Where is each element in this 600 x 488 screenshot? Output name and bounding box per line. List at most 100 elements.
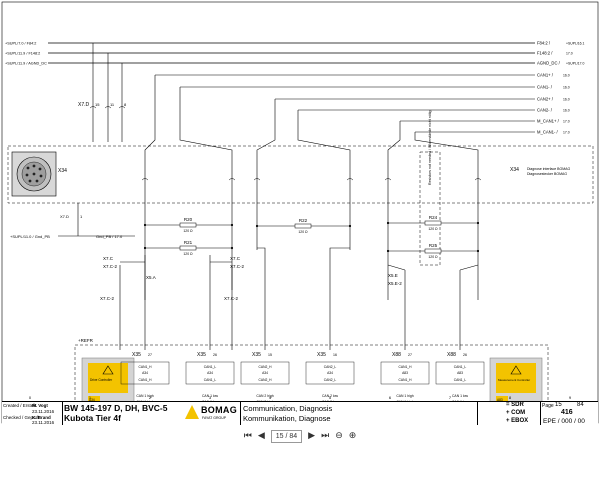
prev-page-icon[interactable]: ◀ (257, 431, 265, 441)
page-number: 15 (555, 402, 562, 408)
module-cell (185, 361, 235, 385)
warning-icon (510, 365, 522, 375)
description-en: Communication, Diagnosis (243, 404, 333, 413)
junction-dot (348, 224, 352, 228)
resistor (179, 245, 197, 251)
page-total: 84 (577, 402, 584, 408)
resistor-note: Resistors not needed / Widerstände nicht… (428, 110, 432, 185)
module-signal: CAN1_H (138, 365, 152, 369)
bomag-logo: BOMAG FAYAT GROUP (185, 404, 237, 424)
can-wire (414, 132, 479, 300)
can-ref: 16.0 (563, 98, 570, 102)
module-device: A34 (142, 371, 148, 375)
module-line: CAN 2 low (322, 394, 339, 398)
module-pin: 27 (408, 353, 412, 357)
connector-label: X5.E (388, 273, 398, 278)
module-connector: X35 (132, 352, 141, 358)
grid-number: 4 (269, 395, 272, 400)
created-date: 23.11.2016 (32, 409, 55, 414)
resistor-name: R20 (184, 217, 193, 222)
can-ref: 16.0 (563, 86, 570, 90)
module-signal: CAN1_H (398, 365, 412, 369)
first-page-icon[interactable]: ⏮ (243, 431, 252, 441)
supply-right-ref: +SUPL/17.0 (566, 62, 584, 66)
zoom-in-icon[interactable]: ⊕ (348, 431, 357, 441)
supply-right-ref: +SUPL/16.1 (566, 42, 584, 46)
controller-name: Measurement Controller (498, 378, 530, 382)
junction-dot (143, 223, 147, 227)
blank-area (0, 447, 600, 488)
x34-label-right: X34 (510, 167, 519, 173)
module-signal: CAN1_L (454, 378, 467, 382)
sheet-number: 416 (561, 409, 573, 416)
module-wire (257, 247, 266, 250)
zoom-out-icon[interactable]: ⊖ (335, 431, 343, 441)
can-label: CAN2+ / (537, 97, 554, 102)
can-wire (144, 75, 156, 300)
grid-number: 5 (329, 395, 332, 400)
module-connector: X88 (392, 352, 401, 358)
module-device: A83 (402, 371, 408, 375)
last-page-icon[interactable]: ⏭ (321, 431, 330, 441)
page-input[interactable]: 15 / 84 (270, 429, 303, 443)
junction-dot (230, 246, 234, 250)
grid-number: 3 (209, 395, 212, 400)
module-signal: CAN2_H (258, 378, 272, 382)
can-ref: 17.0 (563, 120, 570, 124)
created-by: M. Vogt (32, 403, 48, 408)
created-label: Created / Erstellt (3, 403, 37, 408)
gnd-conn: X7.D (60, 214, 69, 219)
grid-number: 9 (569, 395, 572, 400)
diagnostic-socket-icon (11, 151, 57, 197)
module-pin: 26 (463, 353, 467, 357)
can-ref: 16.0 (563, 109, 570, 113)
connector-label: X5.A (146, 275, 156, 280)
module-connector: X35 (317, 352, 326, 358)
x34-label: X34 (58, 168, 67, 174)
can-wire (256, 99, 276, 250)
module-device: A34 (262, 371, 268, 375)
resistor (294, 223, 312, 229)
brand-sub: FAYAT GROUP (202, 416, 227, 420)
junction-dot (386, 249, 390, 253)
x7d-pin: 8 (124, 102, 127, 107)
can-wire (179, 87, 233, 290)
can-wire (297, 110, 351, 250)
module-pin: 27 (148, 353, 152, 357)
connector-label: X7.C-2 (100, 296, 115, 301)
can-label: M_CAN1- / (537, 130, 559, 135)
connector-label: X7.C (230, 256, 241, 261)
module-signal: CAN1_L (454, 365, 467, 369)
junction-dot (476, 249, 480, 253)
junction-dot (143, 246, 147, 250)
model-line1: BW 145-197 D, DH, BVC-5 (64, 403, 168, 413)
grid-number: 1 (89, 395, 92, 400)
grid-number: 0 (29, 395, 32, 400)
module-wire (387, 264, 406, 271)
module-wire (459, 264, 479, 271)
supply-left-label: +SUPL/11.9 / AGND_DC (5, 62, 47, 66)
supply-right-label: AGND_DC / (537, 61, 561, 66)
x7d-label: X7.D (78, 102, 90, 108)
can-wire (387, 121, 401, 300)
can-ref: 17.0 (563, 131, 570, 135)
grid-number: 6 (389, 395, 392, 400)
resistor (424, 220, 442, 226)
controller-name: Drive Controller (90, 378, 113, 382)
x34-text-de: Diagnosestecker BOMAG (527, 172, 567, 176)
connector-label: X7.C-2 (230, 264, 245, 269)
gnd-pin: 1 (80, 214, 83, 219)
module-connector: X35 (252, 352, 261, 358)
resistor-note-box (419, 151, 441, 266)
junction-dot (386, 221, 390, 225)
next-page-icon[interactable]: ▶ (308, 431, 316, 441)
junction-dot (255, 224, 259, 228)
module-device: A34 (327, 371, 333, 375)
page-label: Page (542, 403, 554, 409)
module-line: CAN 1 high (136, 394, 153, 398)
module-pin: 15 (268, 353, 272, 357)
checked-by: K. Brand (32, 415, 51, 420)
resistor-name: R25 (429, 243, 438, 248)
gnd-right-label: Gnd_PB / 17.0 (96, 234, 123, 239)
